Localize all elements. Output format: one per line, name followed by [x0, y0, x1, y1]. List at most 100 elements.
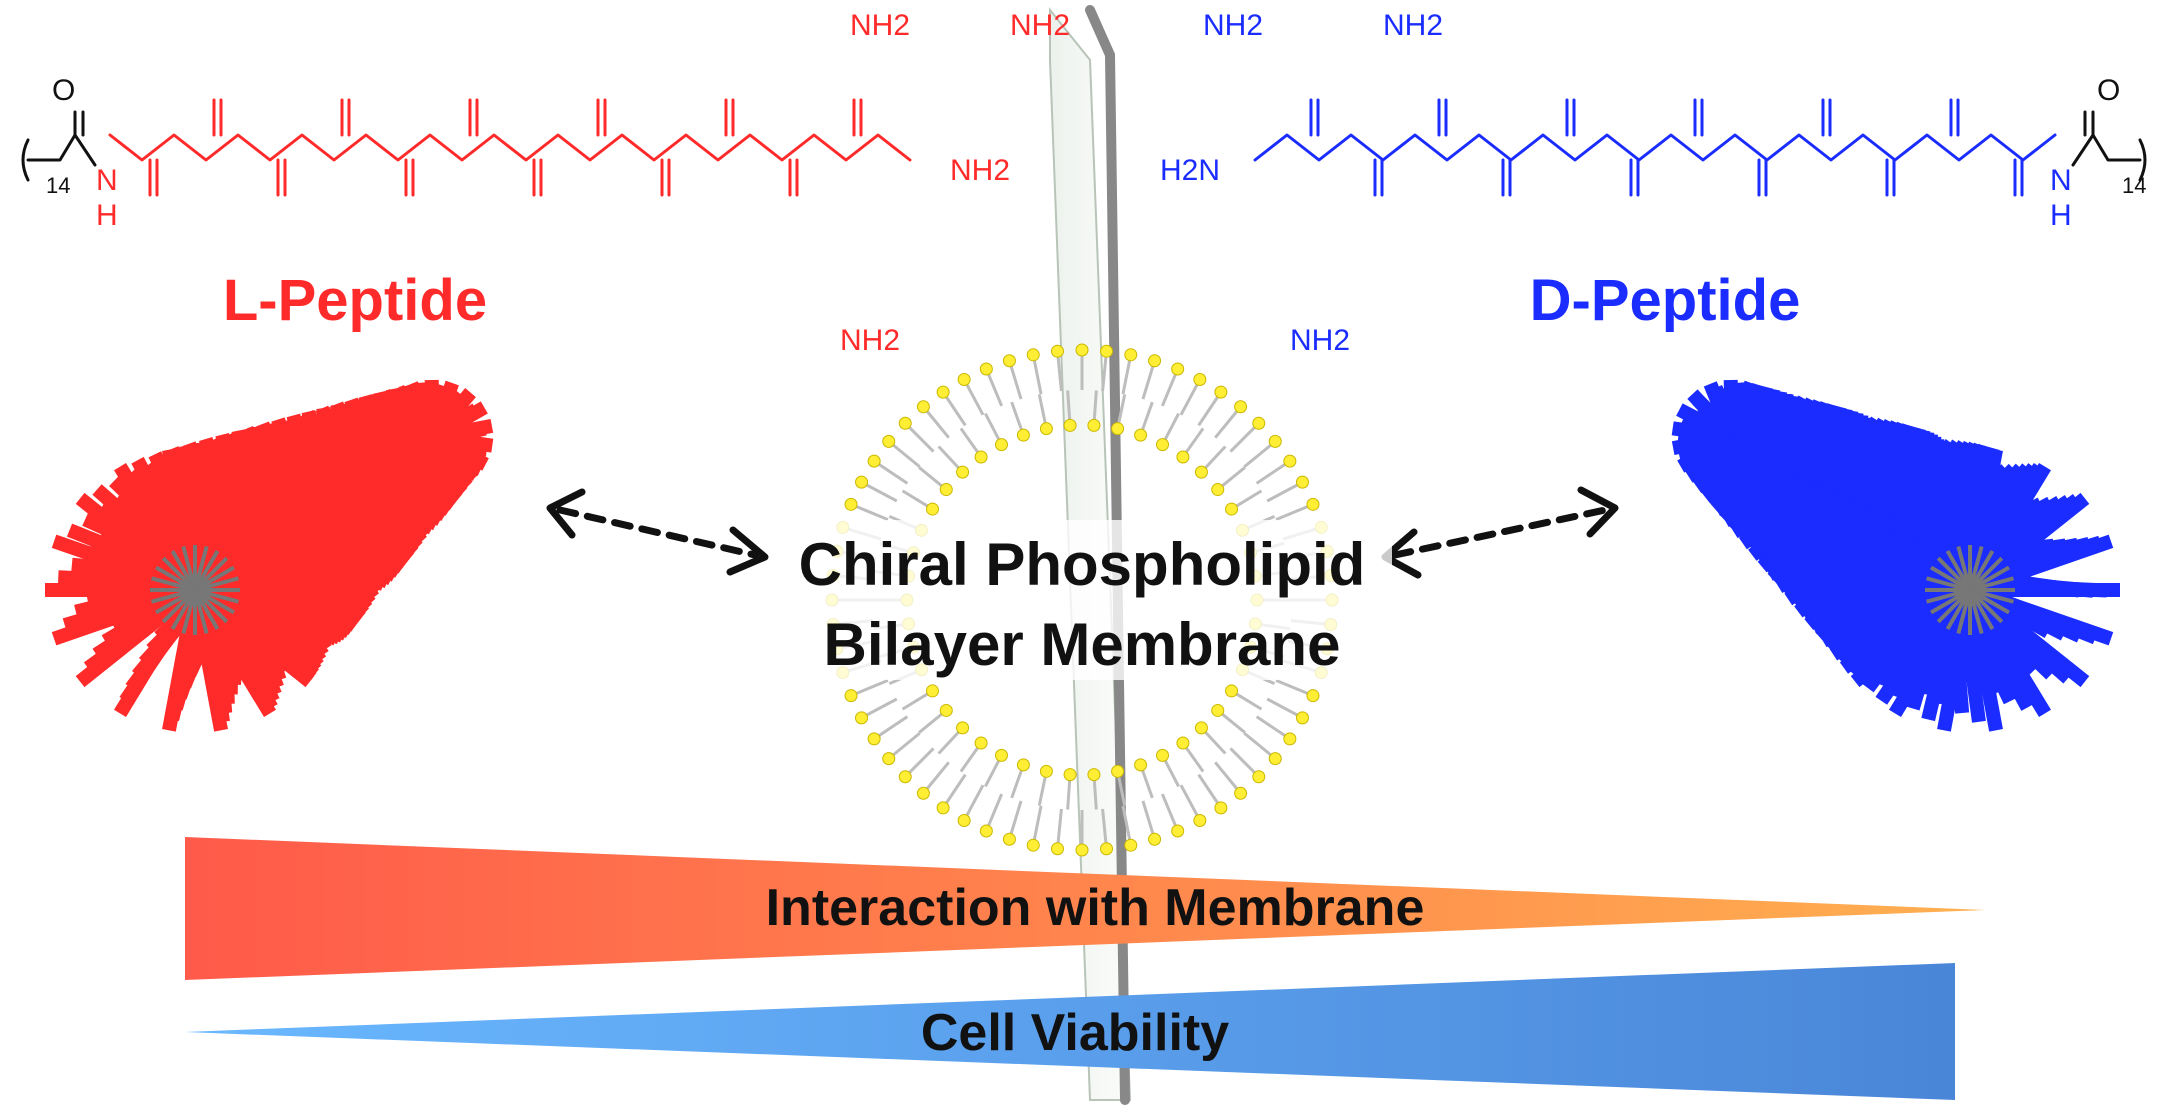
backbone-zigzag: [108, 133, 912, 162]
lipid-tail: [1275, 678, 1314, 698]
l-carbonyl-o: O: [52, 74, 75, 107]
d-peptide-fibril: [1671, 379, 2120, 732]
lipid-head: [1087, 418, 1101, 432]
lipid-head: [1156, 748, 1170, 762]
lipid-head: [1306, 497, 1320, 511]
lipid-head: [1134, 758, 1148, 772]
fibril-rod: [427, 432, 478, 485]
l-backbone: [108, 98, 912, 197]
lipid-head: [1124, 838, 1138, 852]
fibril-rod: [1726, 432, 1777, 485]
lipid-head: [1100, 344, 1114, 358]
lipid-tail: [1255, 715, 1291, 741]
lipid-tail: [1007, 360, 1023, 400]
lipid-head: [1214, 801, 1228, 815]
lipid-head: [1283, 732, 1297, 746]
lipid-tail: [873, 715, 909, 741]
lipid-head: [1050, 842, 1064, 856]
lipid-head: [1148, 832, 1162, 846]
l-amine-bottom: NH2: [840, 324, 900, 357]
lipid-head: [974, 450, 988, 464]
lipid-head: [925, 502, 939, 516]
lipid-tail: [904, 747, 935, 778]
l-amide-end: NH2: [950, 154, 1010, 187]
lipid-head: [1176, 736, 1190, 750]
lipid-head: [957, 813, 971, 827]
l-peptide-title: L-Peptide: [223, 268, 487, 333]
lipid-head: [867, 454, 881, 468]
lipid-tail: [1214, 405, 1242, 439]
d-carbonyl-o: O: [2097, 74, 2120, 107]
lipid-head: [994, 748, 1008, 762]
lipid-tail: [1031, 354, 1043, 395]
lipid-tail: [850, 678, 889, 698]
d-amine-top-2: NH2: [1383, 9, 1443, 42]
lipid-head: [1193, 813, 1207, 827]
lipid-tail: [941, 773, 967, 809]
lipid-tail: [1121, 805, 1133, 846]
lipid-head: [1156, 438, 1170, 452]
lipid-head: [1087, 768, 1101, 782]
lipid-tail: [887, 732, 921, 760]
lipid-head: [1225, 684, 1239, 698]
lipid-tail: [1243, 440, 1277, 468]
lipid-head: [956, 465, 970, 479]
lipid-head: [1171, 362, 1185, 376]
lipid-tail: [887, 440, 921, 468]
lipid-head: [1100, 842, 1114, 856]
lipid-head: [1193, 373, 1207, 387]
d-backbone: [1253, 98, 2057, 197]
lipid-head: [1268, 434, 1282, 448]
lipid-head: [1002, 832, 1016, 846]
lipid-head: [1306, 689, 1320, 703]
lipid-tail: [984, 368, 1004, 407]
lipid-tail: [962, 378, 985, 416]
lipid-tail: [922, 761, 950, 795]
lipid-tail: [962, 784, 985, 822]
fibril-core-spoke: [1969, 576, 2014, 592]
lipid-head: [1214, 385, 1228, 399]
lipid-head: [925, 684, 939, 698]
left-double-arrow: [546, 488, 769, 576]
lipid-head: [882, 752, 896, 766]
lipid-head: [1016, 758, 1030, 772]
l-peptide-fibril: [45, 379, 494, 732]
lipid-head: [1194, 465, 1208, 479]
lipid-head: [1252, 416, 1266, 430]
lipid-head: [1171, 824, 1185, 838]
lipid-tail: [1056, 351, 1063, 392]
l-amine-top-1: NH2: [850, 9, 910, 42]
viability-wedge: [185, 963, 1955, 1100]
d-first-h: H: [2050, 199, 2072, 232]
l-peptide-structure: [21, 98, 912, 197]
lipid-head: [1148, 354, 1162, 368]
lipid-head: [979, 362, 993, 376]
lipid-head: [936, 385, 950, 399]
lipid-tail: [1214, 761, 1242, 795]
lipid-head: [939, 483, 953, 497]
lipid-head: [1124, 348, 1138, 362]
lipid-head: [994, 438, 1008, 452]
lipid-head: [1016, 428, 1030, 442]
lipid-head: [1050, 344, 1064, 358]
lipid-head: [1002, 354, 1016, 368]
lipid-head: [939, 703, 953, 717]
l-alkyl-tail: [21, 110, 97, 182]
lipid-tail: [1121, 354, 1133, 395]
lipid-tail: [984, 793, 1004, 832]
lipid-tail: [860, 480, 898, 503]
lipid-head: [1111, 764, 1125, 778]
lipid-head: [1075, 343, 1089, 357]
lipid-tail: [1197, 773, 1223, 809]
lipid-head: [1234, 786, 1248, 800]
lipid-head: [1026, 348, 1040, 362]
lipid-head: [1295, 475, 1309, 489]
lipid-head: [1252, 770, 1266, 784]
d-alkyl-tail: [2071, 110, 2147, 182]
l-amine-top-2: NH2: [1010, 9, 1070, 42]
lipid-tail: [1179, 784, 1202, 822]
lipid-head: [1063, 768, 1077, 782]
lipid-tail: [1266, 697, 1304, 720]
d-amine-bottom: NH2: [1290, 324, 1350, 357]
